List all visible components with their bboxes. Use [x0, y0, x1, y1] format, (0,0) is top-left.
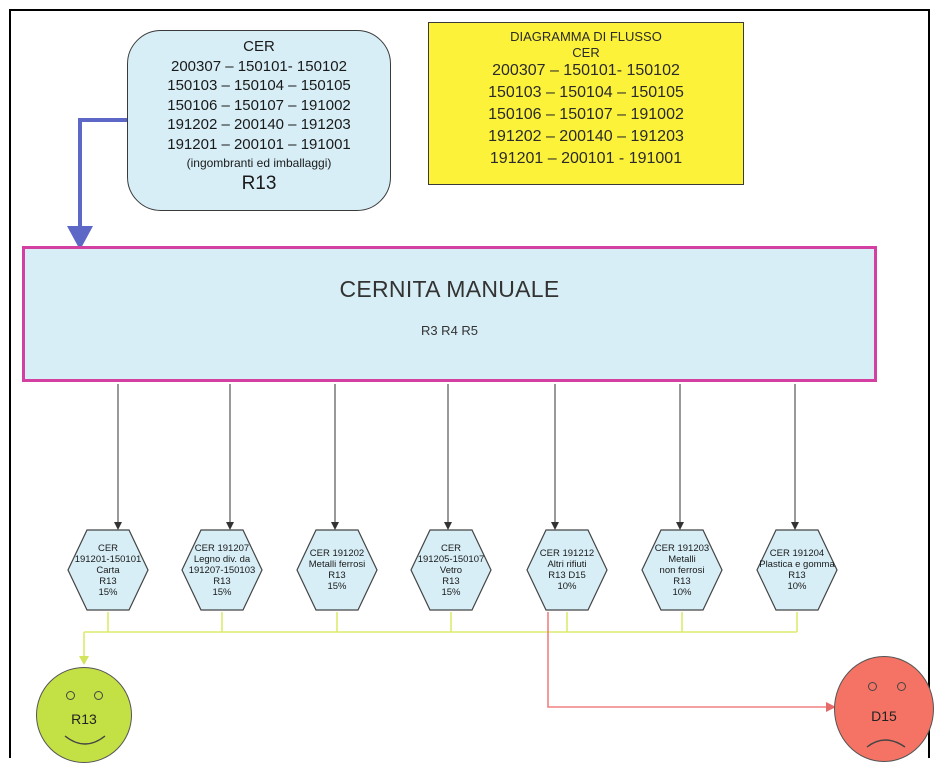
input-arrow: [78, 118, 130, 232]
hexagon-text-line: R13: [99, 575, 117, 587]
hexagon-text-line: Carta: [96, 564, 120, 576]
manual-sorting-process-box: CERNITA MANUALE R3 R4 R5: [22, 246, 877, 382]
hexagon-text-line: Altri rifiuti: [547, 559, 587, 570]
hexagon-text-line: 15%: [98, 586, 118, 598]
hexagon-text-line: CER 191204: [769, 548, 825, 559]
hexagon-shape: [67, 529, 149, 611]
hexagon-text-line: 15%: [441, 586, 461, 598]
legend-title: DIAGRAMMA DI FLUSSO: [510, 29, 662, 44]
hexagon-shape: [526, 529, 608, 611]
input-cer-note: (ingombranti ed imballaggi): [186, 156, 332, 170]
frowny-right-eye: [897, 682, 906, 691]
hexagon-shape: [410, 529, 492, 611]
hexagon-shape: [296, 529, 378, 611]
hexagon-text-line: CER: [97, 542, 119, 554]
legend-code-line: 191201 – 200101 - 191001: [489, 150, 683, 167]
smiley-left-eye: [66, 691, 75, 700]
legend-code-line: 200307 – 150101- 150102: [492, 62, 680, 79]
hexagon-text-line: CER: [440, 542, 462, 554]
hexagon-text-line: Metalli ferrosi: [308, 559, 366, 570]
hexagon-shape: [756, 529, 838, 611]
hexagon-text-line: R13 D15: [548, 570, 586, 581]
hexagon-text-line: Plastica e gomma: [759, 559, 835, 570]
frowny-left-eye: [868, 682, 877, 691]
legend-cer-heading: CER: [572, 45, 600, 60]
hexagon-text-line: 191205-150107: [417, 553, 485, 565]
legend-code-line: 191202 – 200140 – 191203: [488, 128, 684, 145]
smile-mouth: [64, 735, 106, 745]
legend-code-line: 150106 – 150107 – 191002: [488, 106, 684, 123]
disposal-label: D15: [871, 708, 897, 724]
hexagon-text-line: 10%: [672, 586, 692, 598]
hexagon-text-line: R13: [328, 570, 346, 581]
flow-diagram-legend-box: DIAGRAMMA DI FLUSSO CER 200307 – 150101-…: [428, 22, 744, 185]
frown-mouth: [866, 739, 906, 748]
legend-code-line: 150103 – 150104 – 150105: [488, 84, 684, 101]
hexagon-text-line: 191201-150101: [74, 553, 142, 565]
disposal-frowny: D15: [834, 656, 934, 762]
recovery-arrowhead: [79, 656, 89, 665]
hexagon-text-line: 15%: [212, 586, 232, 598]
hexagon-text-line: R13: [213, 575, 231, 587]
hexagon-text-line: Metalli: [668, 553, 696, 565]
process-title: CERNITA MANUALE: [339, 276, 560, 302]
recovery-label: R13: [71, 711, 97, 727]
input-cer-code-line: 191202 – 200140 – 191203: [167, 116, 351, 133]
hexagon-text-line: Vetro: [439, 564, 463, 576]
process-operation-codes: R3 R4 R5: [420, 323, 479, 338]
hexagon-text-line: Legno div. da: [193, 553, 251, 565]
hexagon-shape: [181, 529, 263, 611]
hexagon-text-line: R13: [673, 575, 691, 587]
input-cer-code-line: 200307 – 150101- 150102: [170, 57, 347, 75]
hexagon-text-line: 191207-150103: [188, 564, 256, 576]
hexagon-text-line: CER 191202: [309, 548, 365, 559]
hexagon-text-line: CER 191207: [194, 542, 250, 554]
input-cer-code-line: 150106 – 150107 – 191002: [167, 96, 351, 114]
hexagon-text-line: CER 191212: [539, 548, 595, 559]
smiley-right-eye: [94, 691, 103, 700]
recovery-collector: [83, 612, 798, 660]
input-cer-code-line: 150103 – 150104 – 150105: [167, 77, 351, 94]
input-cer-code-line: 191201 – 200101 – 191001: [167, 135, 351, 153]
hexagon-text-line: CER 191203: [654, 542, 710, 554]
page-frame: [9, 9, 930, 758]
hexagon-text-line: 15%: [327, 581, 347, 592]
hexagon-text-line: R13: [442, 575, 460, 587]
input-operation-code: R13: [241, 173, 277, 194]
hexagon-text-line: non ferrosi: [659, 564, 705, 576]
hexagon-text-line: 10%: [787, 581, 807, 592]
disposal-arrowhead: [826, 702, 836, 712]
hexagon-text-line: 10%: [557, 581, 577, 592]
recovery-smiley: R13: [36, 667, 132, 763]
hexagon-text-line: R13: [788, 570, 806, 581]
input-arrowhead: [67, 226, 93, 250]
hexagon-shape: [641, 529, 723, 611]
input-cer-box: CER 200307 – 150101- 150102 150103 – 150…: [127, 30, 391, 211]
input-cer-heading: CER: [243, 38, 275, 55]
disposal-line: [547, 612, 828, 708]
